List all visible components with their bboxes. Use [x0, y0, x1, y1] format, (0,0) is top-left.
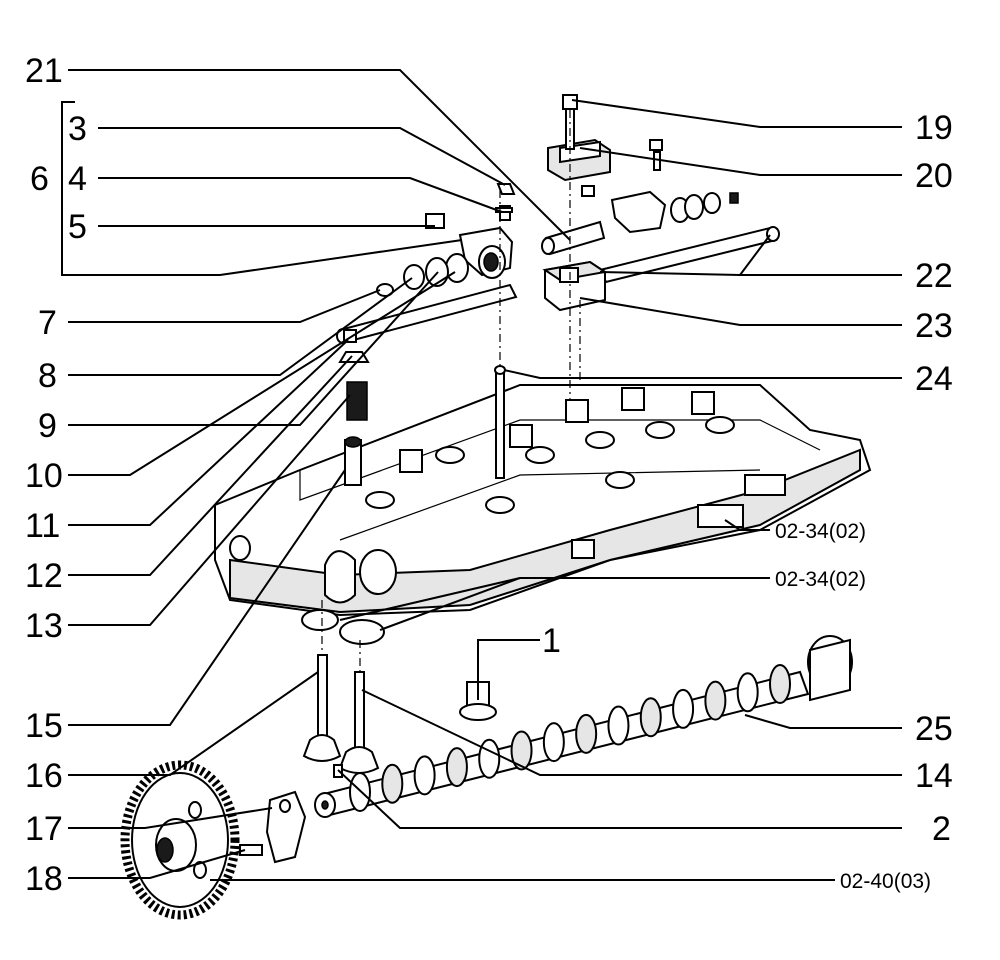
cam-lobe [510, 730, 533, 771]
label-20: 20 [915, 157, 953, 195]
reference-head-bottom: 02-34(02) [775, 568, 866, 591]
gear-18 [120, 760, 240, 920]
cam-lobe [575, 713, 598, 754]
cam-lobe [736, 672, 759, 713]
cam-lobe [381, 763, 404, 804]
label-19: 19 [915, 109, 953, 147]
label-22: 22 [915, 257, 953, 295]
cam-lobe [704, 680, 727, 721]
label-13: 13 [25, 607, 63, 645]
label-1: 1 [542, 622, 561, 660]
reference-head-top: 02-34(02) [775, 520, 866, 543]
label-23: 23 [915, 307, 953, 345]
thrust-flange-17 [239, 790, 307, 864]
label-17: 17 [25, 810, 63, 848]
leader-lines [61, 69, 902, 881]
label-3: 3 [68, 110, 87, 148]
cylinder-head [214, 384, 872, 617]
label-4: 4 [68, 160, 87, 198]
cam-lobe [639, 697, 662, 738]
label-24: 24 [915, 360, 953, 398]
cam-lobe [607, 705, 630, 746]
label-14: 14 [915, 757, 953, 795]
label-11: 11 [25, 507, 60, 545]
label-5: 5 [68, 208, 87, 246]
valve-14 [338, 671, 380, 774]
label-2: 2 [932, 810, 951, 848]
cam-lobe [445, 747, 468, 788]
cam-lobe [349, 772, 371, 812]
label-12: 12 [25, 557, 63, 595]
label-6: 6 [30, 160, 49, 198]
label-21: 21 [25, 52, 63, 90]
rocker-bracket-23 [542, 260, 608, 312]
label-15: 15 [25, 707, 63, 745]
label-7: 7 [38, 304, 57, 342]
cam-lobe [769, 664, 791, 704]
cam-lobe [413, 755, 436, 796]
camshaft-25 [314, 635, 853, 818]
rocker-shaft-21 [541, 220, 606, 256]
label-18: 18 [25, 860, 63, 898]
label-16: 16 [25, 757, 63, 795]
valve-16 [302, 654, 342, 762]
pushrod-24 [494, 365, 506, 479]
callout-labels: 21 3 6 4 5 7 8 9 10 11 12 13 15 16 17 18… [25, 52, 953, 898]
axis-lines [321, 110, 581, 672]
cam-lobe [542, 722, 565, 763]
rocker-arm-left [376, 183, 516, 297]
cam-lobe [478, 738, 501, 779]
label-25: 25 [915, 710, 953, 748]
label-8: 8 [38, 357, 57, 395]
label-10: 10 [25, 457, 63, 495]
rocker-bracket-20 [547, 138, 611, 182]
reference-gear: 02-40(03) [840, 870, 931, 893]
label-9: 9 [38, 407, 57, 445]
cam-lobe [672, 688, 695, 729]
camshaft-lobes [349, 664, 791, 812]
valve-seats [301, 609, 385, 645]
rocker-arm-right [581, 139, 739, 234]
